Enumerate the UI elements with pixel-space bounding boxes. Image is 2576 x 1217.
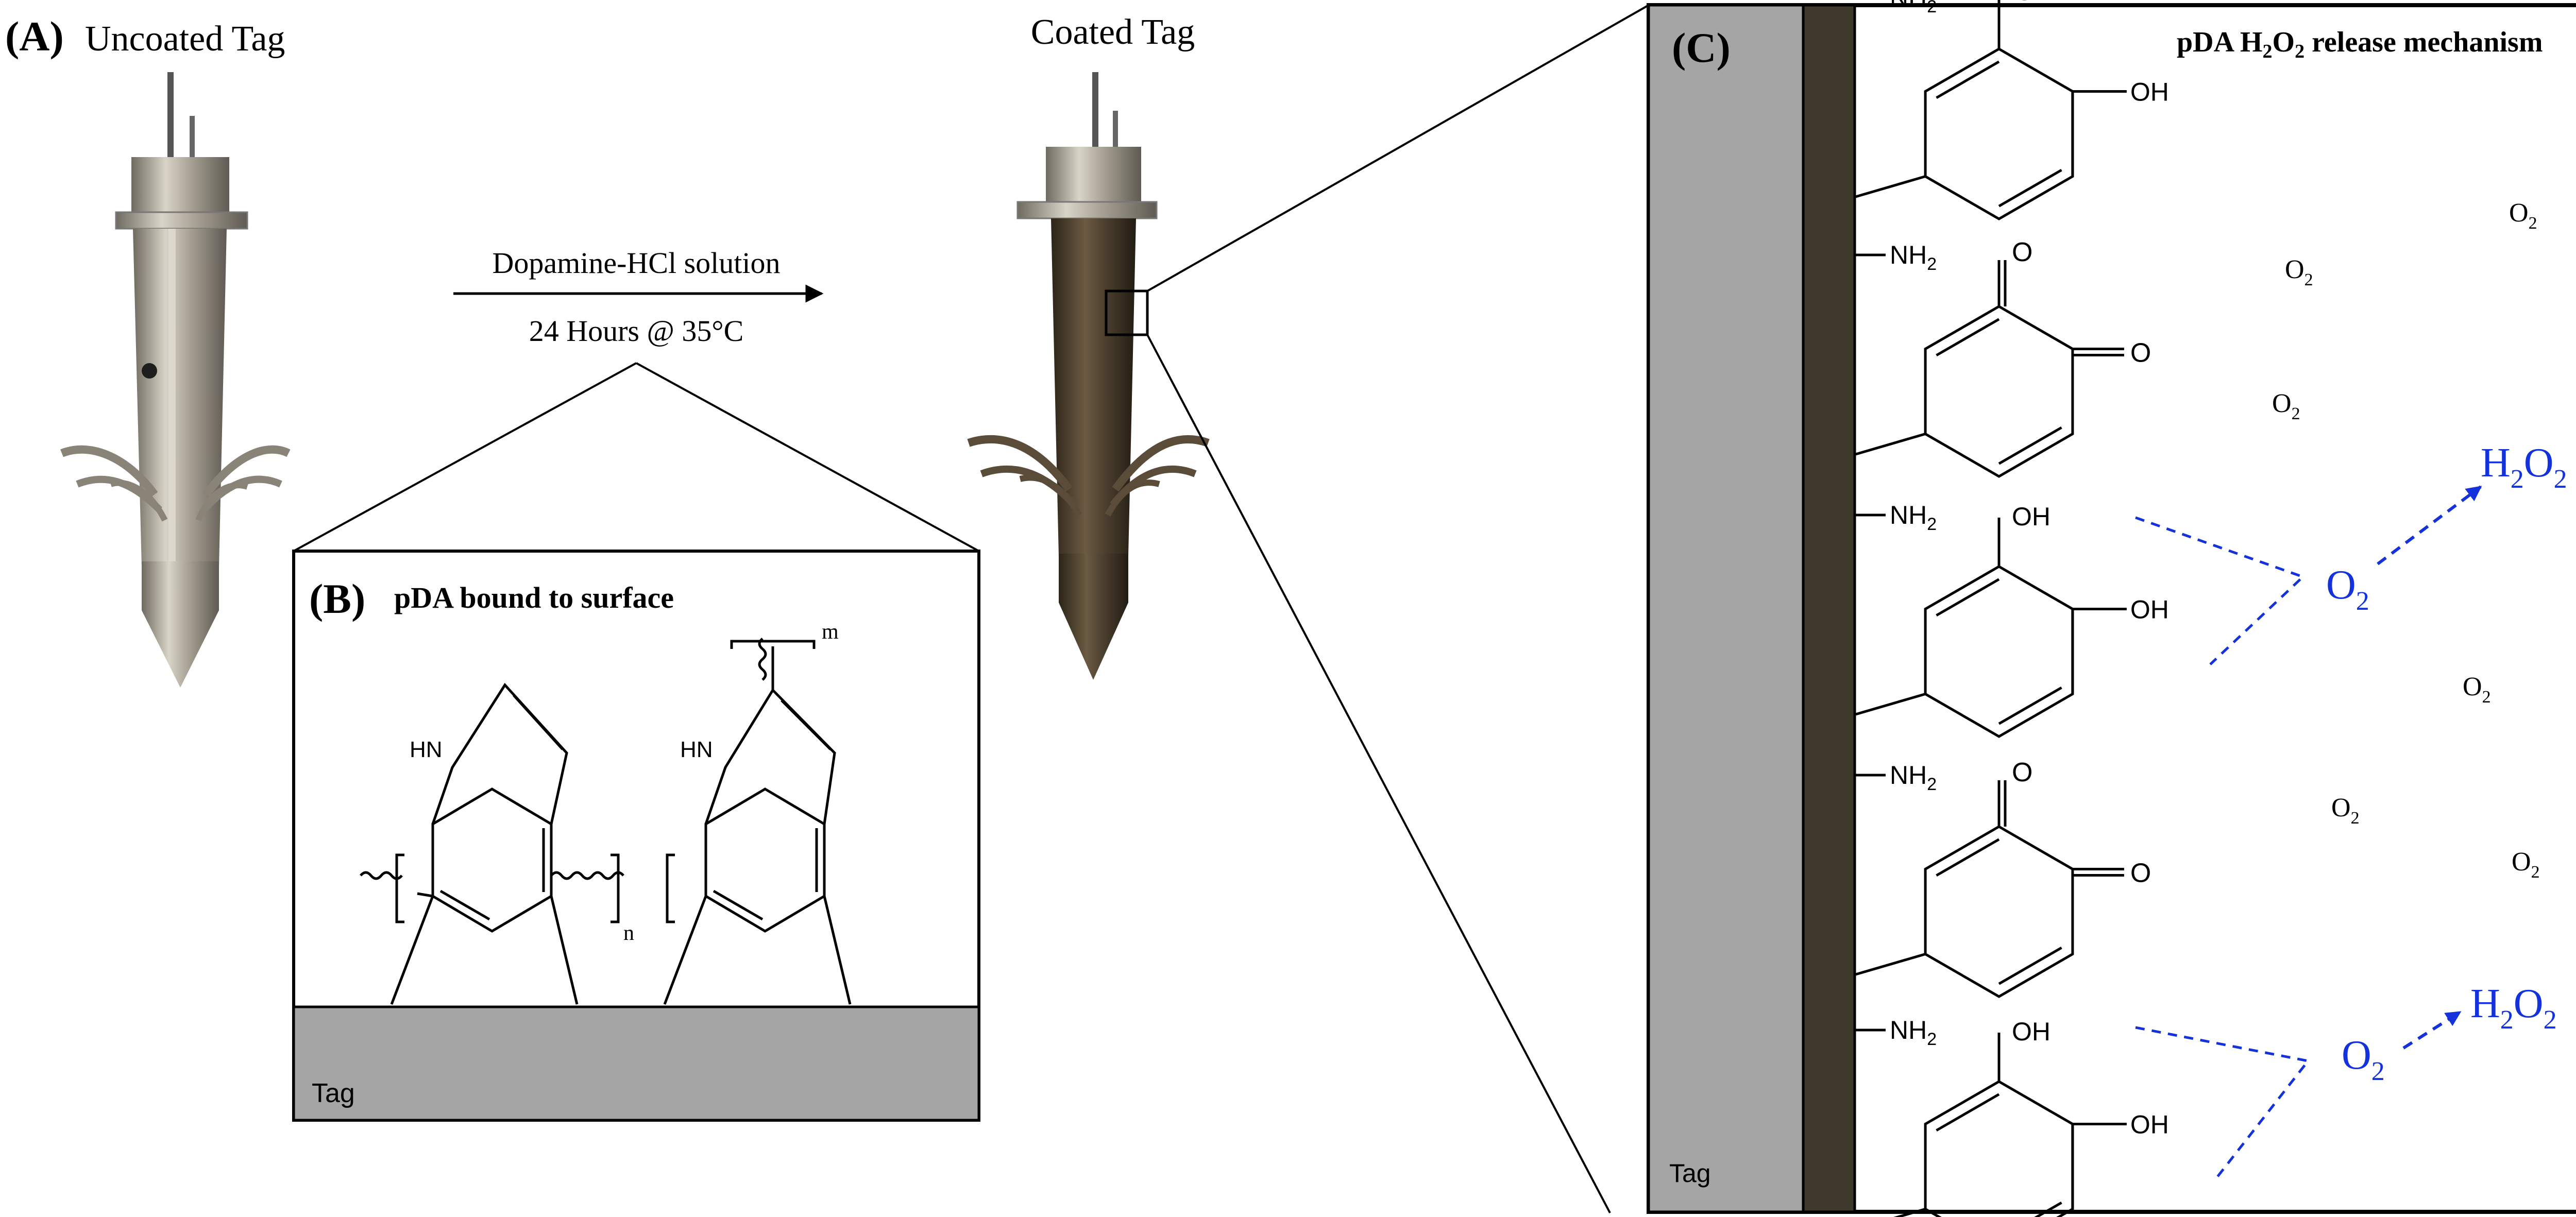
o2-free-2: O2	[2285, 255, 2313, 289]
oh-label-lower-5: OH	[2130, 1110, 2169, 1139]
o-label-upper-4: O	[2012, 758, 2032, 787]
panel-b-surface	[292, 1005, 980, 1122]
zoom-line-c-bottom	[1146, 334, 1611, 1213]
panel-c-title: pDA H2O2 release mechanism	[2177, 26, 2543, 62]
coated-tag-title: Coated Tag	[1031, 12, 1195, 52]
uncoated-tag-photo	[60, 72, 291, 688]
panel-c: Tag (C) pDA H2O2 release mechanism NH2OH…	[1647, 0, 2576, 1217]
h2o2-product-1: H2O2	[2481, 440, 2567, 494]
catechol-quinone-rings	[1854, 0, 2127, 1217]
h2o2-product-2: H2O2	[2470, 981, 2557, 1035]
oh-label-lower-1: OH	[2130, 78, 2169, 107]
zoom-line-c-top	[1147, 4, 1649, 292]
o2-free-1: O2	[2509, 198, 2537, 233]
panel-b: Tag (B) pDA bound to surface	[292, 550, 980, 1122]
arrow-top-label: Dopamine-HCl solution	[492, 246, 780, 280]
zoom-line-b-right	[636, 362, 979, 552]
o2-free-3: O2	[2272, 389, 2300, 423]
o2-free-5: O2	[2331, 793, 2360, 828]
oh-label-upper-5: OH	[2012, 1017, 2050, 1046]
oh-label-upper-3: OH	[2012, 502, 2050, 531]
panel-a-letter: (A)	[5, 13, 64, 60]
subscript-m: m	[822, 620, 839, 644]
zoom-box	[1105, 289, 1149, 336]
ring-labels: NH2OHOHNH2OONH2OHOHNH2OONH2OHOH	[1890, 0, 2169, 1139]
nh2-label-4: NH2	[1890, 761, 1937, 794]
zoom-line-b-left	[293, 362, 637, 552]
release-mechanism-2: O2 H2O2	[2135, 981, 2557, 1180]
subscript-n: n	[623, 921, 634, 945]
panel-b-title: pDA bound to surface	[394, 581, 674, 614]
o-label-lower-4: O	[2130, 859, 2151, 888]
panel-c-surface-label: Tag	[1669, 1159, 1711, 1188]
panel-b-letter: (B)	[309, 575, 365, 622]
hn-label-2: HN	[680, 737, 713, 762]
panel-a-title: Uncoated Tag	[85, 19, 285, 59]
panel-c-surface	[1647, 4, 1805, 1213]
panel-c-letter: (C)	[1672, 24, 1731, 71]
panel-c-coating	[1802, 4, 1856, 1213]
nh2-label-2: NH2	[1890, 241, 1937, 274]
nh2-label-5: NH2	[1890, 1016, 1937, 1049]
release-mechanism-1: O2 H2O2	[2135, 440, 2567, 665]
o2-released-2: O2	[2342, 1033, 2385, 1086]
o2-free-6: O2	[2512, 847, 2540, 882]
panel-b-surface-label: Tag	[312, 1078, 355, 1108]
o-label-upper-2: O	[2012, 237, 2032, 267]
oh-label-top-1: OH	[2014, 0, 2053, 6]
coated-tag-photo	[967, 72, 1210, 680]
hn-label-1: HN	[410, 737, 443, 762]
nh2-label-3: NH2	[1890, 501, 1937, 534]
oh-label-lower-3: OH	[2130, 595, 2169, 624]
nh2-label-1: NH2	[1890, 0, 1937, 16]
o-label-lower-2: O	[2130, 338, 2151, 368]
o2-released-1: O2	[2326, 562, 2369, 616]
pda-structure	[360, 638, 852, 1005]
arrow-bottom-label: 24 Hours @ 35°C	[529, 314, 744, 348]
o2-free-4: O2	[2463, 672, 2491, 707]
